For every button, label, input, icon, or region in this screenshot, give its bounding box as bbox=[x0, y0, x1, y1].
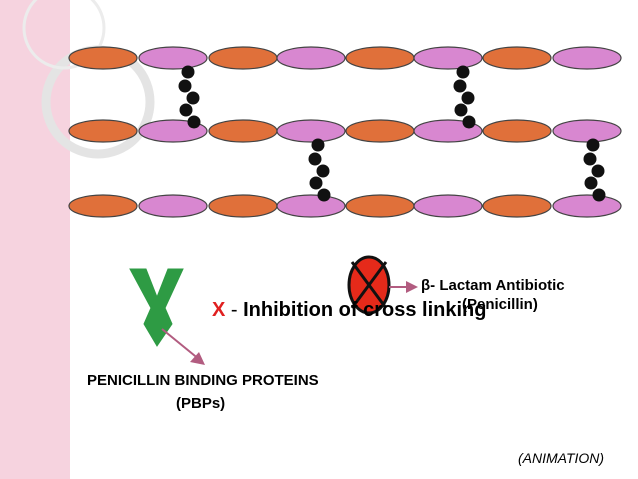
peptide-cross-link bbox=[583, 138, 606, 202]
sugar-unit bbox=[276, 194, 346, 218]
decorative-sidebar bbox=[0, 0, 70, 479]
amino-acid-bead bbox=[187, 115, 201, 129]
sugar-unit bbox=[138, 194, 208, 218]
sugar-unit bbox=[208, 119, 278, 143]
pbp-label-line1: PENICILLIN BINDING PROTEINS bbox=[87, 372, 319, 389]
peptide-cross-link bbox=[453, 65, 476, 129]
amino-acid-bead bbox=[461, 91, 475, 105]
sugar-unit bbox=[208, 194, 278, 218]
pbp-label-line2: (PBPs) bbox=[176, 395, 226, 412]
inhibition-x-mark: X bbox=[212, 299, 226, 321]
pbp-icon bbox=[129, 268, 184, 347]
amino-acid-bead bbox=[317, 188, 331, 202]
sugar-unit bbox=[482, 119, 552, 143]
amino-acid-bead bbox=[179, 103, 193, 117]
antibiotic-arrow bbox=[389, 281, 418, 293]
sugar-unit bbox=[138, 46, 208, 70]
amino-acid-bead bbox=[456, 65, 470, 79]
sugar-unit bbox=[345, 194, 415, 218]
sugar-unit bbox=[68, 119, 138, 143]
inhibition-text: Inhibition of cross linking bbox=[243, 299, 487, 321]
sugar-unit bbox=[413, 194, 483, 218]
amino-acid-bead bbox=[316, 164, 330, 178]
sugar-unit bbox=[345, 119, 415, 143]
sugar-unit bbox=[482, 194, 552, 218]
pbp-arrow bbox=[161, 328, 205, 365]
peptide-cross-link bbox=[308, 138, 331, 202]
amino-acid-bead bbox=[308, 152, 322, 166]
amino-acid-bead bbox=[583, 152, 597, 166]
peptide-cross-link bbox=[178, 65, 201, 129]
antibiotic-icon bbox=[347, 255, 391, 315]
amino-acid-bead bbox=[584, 176, 598, 190]
decorative-circle bbox=[22, 0, 106, 70]
peptidoglycan-chains bbox=[68, 46, 622, 218]
inhibition-caption: X - Inhibition of cross linking bbox=[212, 299, 486, 322]
amino-acid-bead bbox=[309, 176, 323, 190]
amino-acid-bead bbox=[181, 65, 195, 79]
amino-acid-bead bbox=[186, 91, 200, 105]
amino-acid-bead bbox=[311, 138, 325, 152]
sugar-unit bbox=[552, 194, 622, 218]
antibiotic-label-line1: β- Lactam Antibiotic bbox=[421, 277, 565, 294]
sugar-unit bbox=[413, 46, 483, 70]
sugar-unit bbox=[482, 46, 552, 70]
sugar-unit bbox=[208, 46, 278, 70]
sugar-unit bbox=[552, 119, 622, 143]
amino-acid-bead bbox=[592, 188, 606, 202]
amino-acid-bead bbox=[453, 79, 467, 93]
inhibition-dash: - bbox=[225, 299, 244, 321]
antibiotic-label-line2: (Penicillin) bbox=[462, 296, 538, 313]
sugar-unit bbox=[68, 46, 138, 70]
sugar-unit bbox=[345, 46, 415, 70]
sugar-unit bbox=[276, 119, 346, 143]
sugar-unit bbox=[276, 46, 346, 70]
sugar-unit bbox=[68, 194, 138, 218]
amino-acid-bead bbox=[586, 138, 600, 152]
amino-acid-bead bbox=[591, 164, 605, 178]
sugar-unit bbox=[552, 46, 622, 70]
amino-acid-bead bbox=[462, 115, 476, 129]
cross-links bbox=[178, 65, 606, 202]
amino-acid-bead bbox=[454, 103, 468, 117]
amino-acid-bead bbox=[178, 79, 192, 93]
animation-note: (ANIMATION) bbox=[518, 450, 605, 466]
